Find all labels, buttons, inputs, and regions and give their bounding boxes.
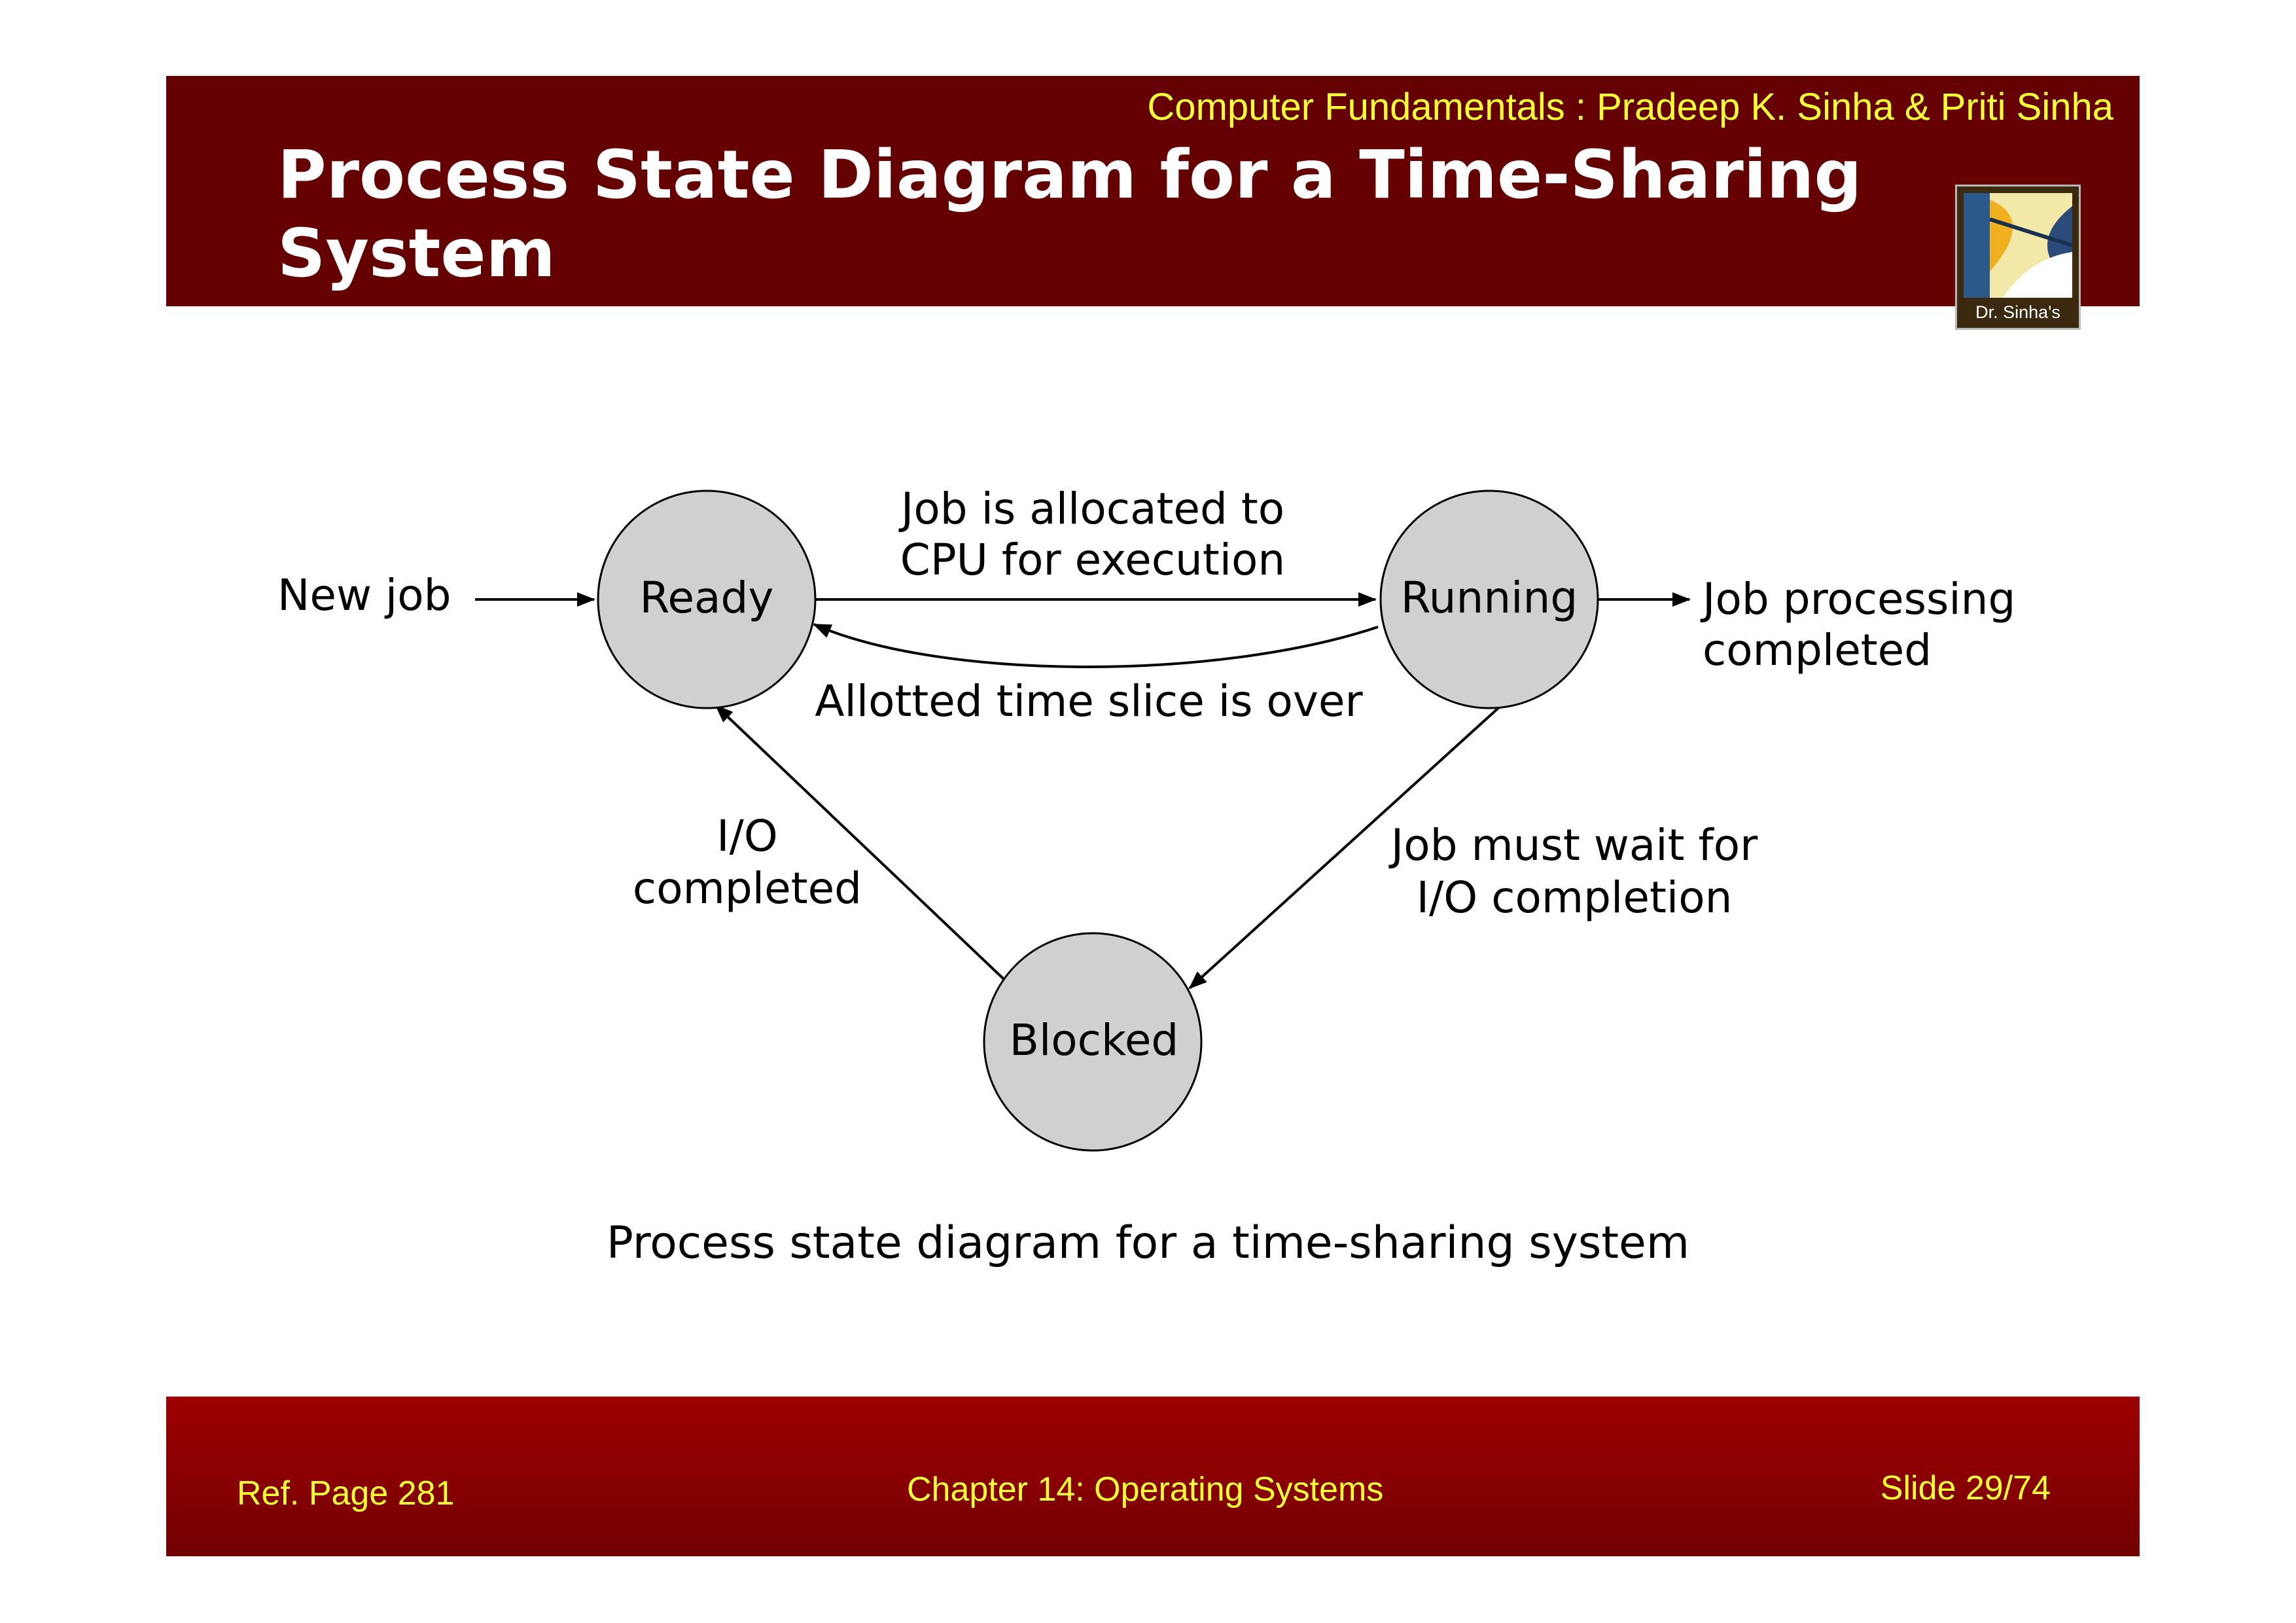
io-wait-label-line2: I/O completion xyxy=(1417,872,1733,923)
io-complete-label-line2: completed xyxy=(633,863,862,914)
state-ready xyxy=(597,490,817,709)
slide-number: Slide 29/74 xyxy=(1880,1469,2051,1507)
exit-label-line1: Job processing xyxy=(1700,574,2015,624)
io-complete-arrow xyxy=(715,704,1005,980)
chapter-title: Chapter 14: Operating Systems xyxy=(907,1471,1384,1508)
io-complete-label-line1: I/O xyxy=(716,811,778,861)
state-blocked xyxy=(983,932,1203,1152)
timeout-label: Allotted time slice is over xyxy=(815,676,1363,726)
dr-sinha-logo: Dr. Sinha's xyxy=(1955,185,2081,330)
dispatch-label-line1: Job is allocated to xyxy=(898,484,1284,534)
slide-footer: Ref. Page 281 Chapter 14: Operating Syst… xyxy=(166,1397,2140,1556)
logo-emblem-icon xyxy=(1964,193,2072,298)
new-job-label: New job xyxy=(277,570,451,620)
io-wait-arrow xyxy=(1188,705,1501,990)
logo-label: Dr. Sinha's xyxy=(1975,302,2060,322)
state-blocked-label: Blocked xyxy=(1010,1015,1179,1065)
state-running-label: Running xyxy=(1401,573,1578,623)
reference-page: Ref. Page 281 xyxy=(237,1474,455,1512)
io-wait-label-line1: Job must wait for xyxy=(1388,820,1758,870)
slide-header: Computer Fundamentals : Pradeep K. Sinha… xyxy=(166,76,2140,306)
slide-title: Process State Diagram for a Time-Sharing… xyxy=(277,136,1862,293)
exit-label-line2: completed xyxy=(1703,625,1932,675)
figure-caption: Process state diagram for a time-sharing… xyxy=(606,1217,1690,1269)
state-ready-label: Ready xyxy=(640,573,774,623)
timeout-arrow xyxy=(813,623,1379,668)
dispatch-label-line2: CPU for execution xyxy=(900,535,1286,585)
state-running xyxy=(1379,490,1599,709)
book-reference: Computer Fundamentals : Pradeep K. Sinha… xyxy=(1147,86,2113,128)
